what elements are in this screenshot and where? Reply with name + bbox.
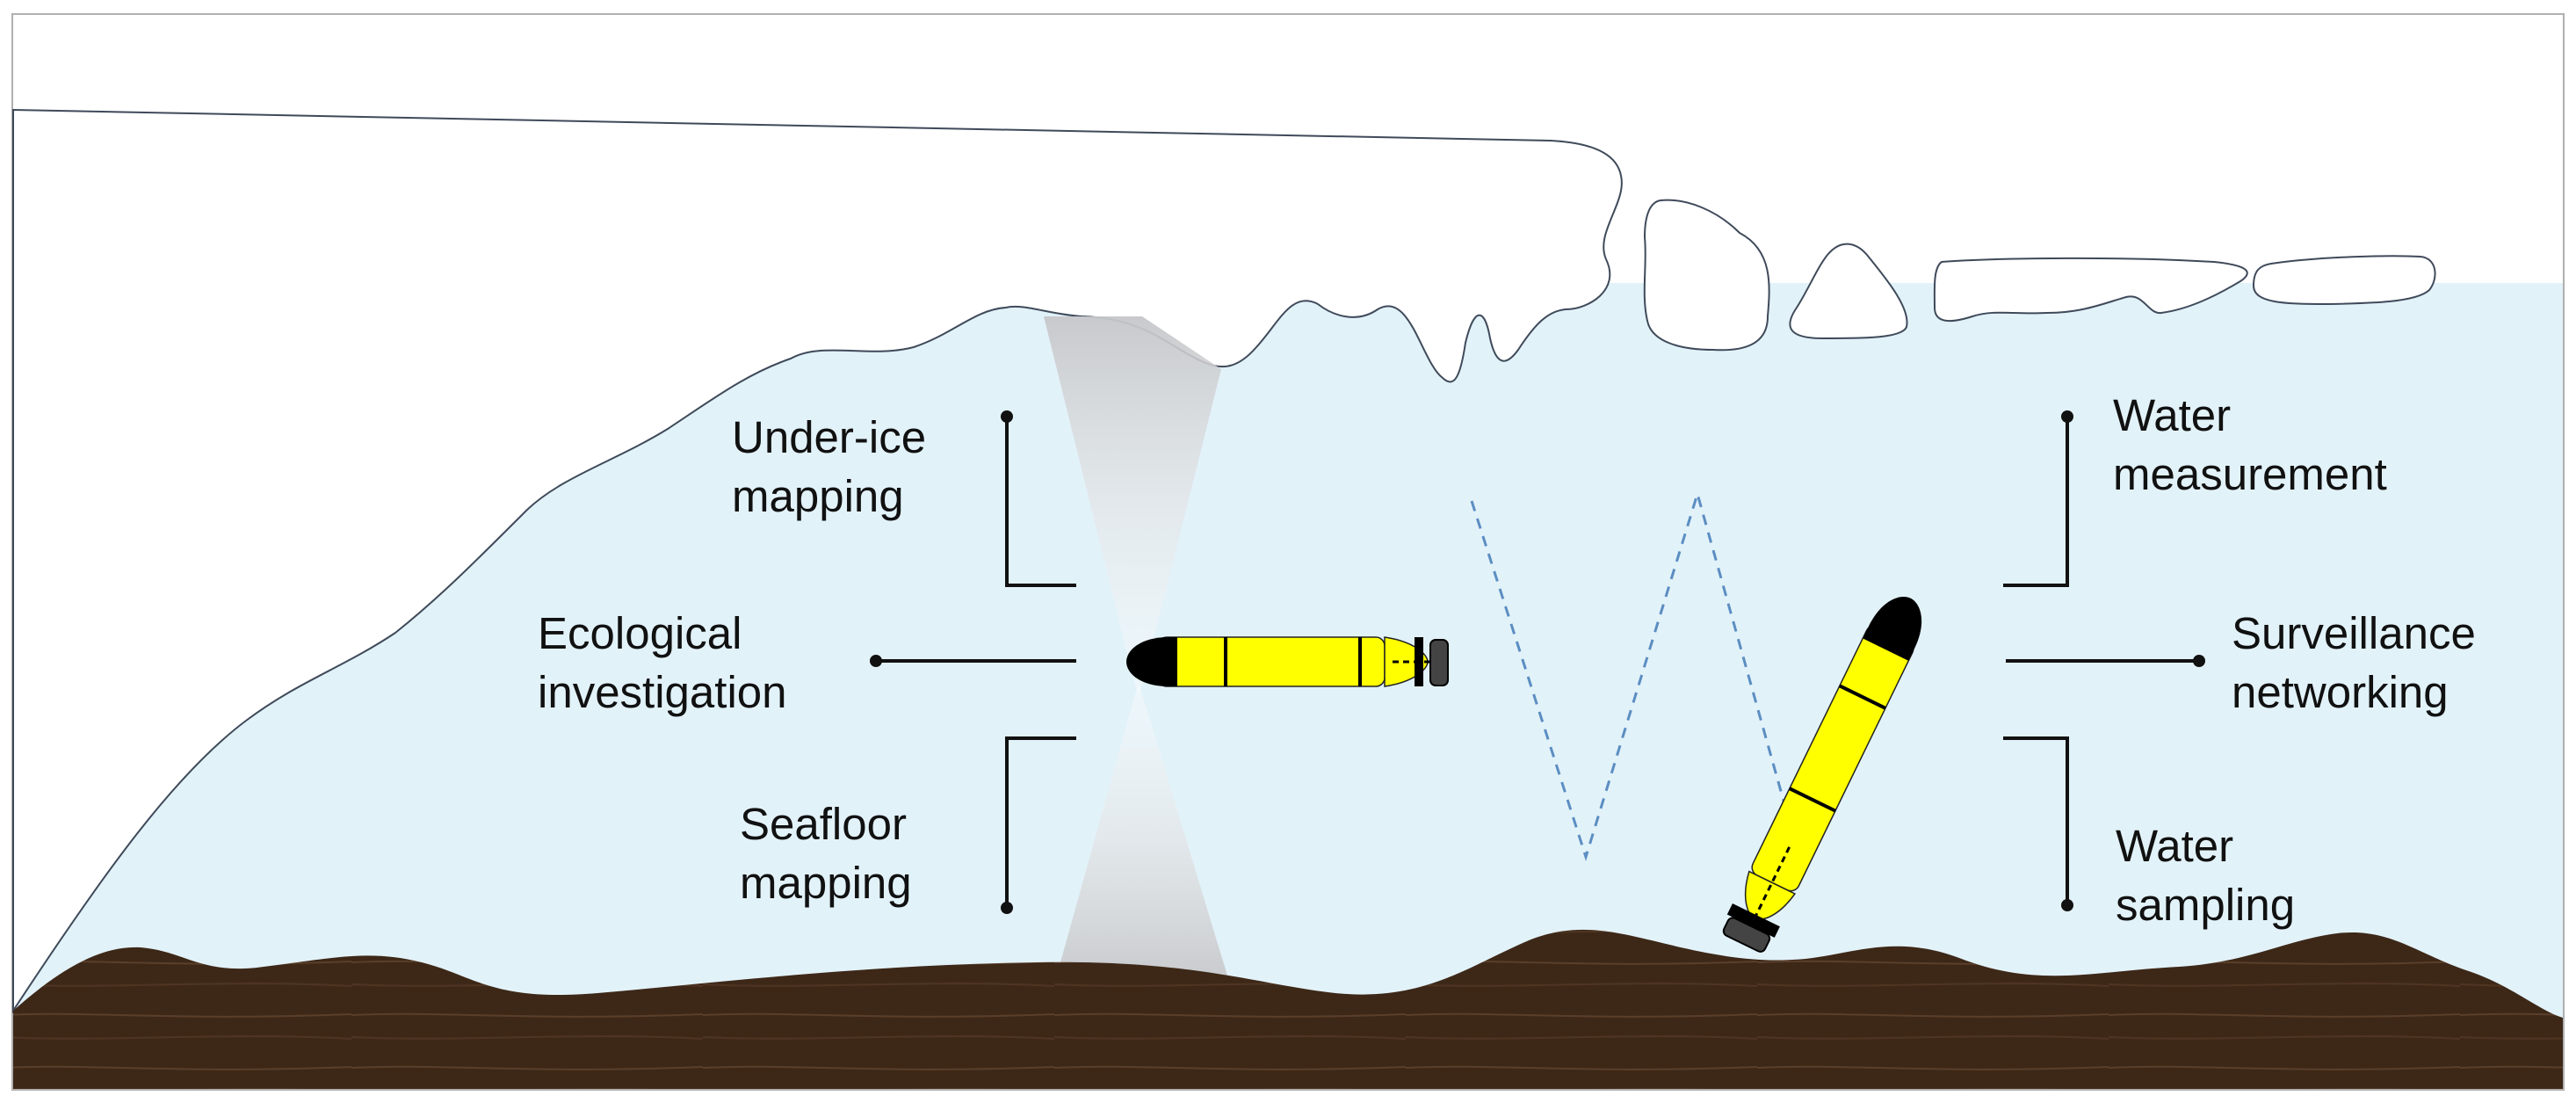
ice-floe-icon [2254,256,2435,304]
label-line: mapping [732,471,904,521]
label-line: networking [2232,667,2449,717]
label-line: Ecological [538,608,742,658]
connector-dot [2193,655,2205,667]
connector-dot [2061,410,2073,423]
label-line: mapping [740,858,912,908]
auv-horizontal-icon [1126,637,1448,686]
label-line: measurement [2113,449,2387,499]
connector-dot [1001,902,1013,914]
connector-dot [1001,410,1013,423]
label-line: Water [2116,821,2233,871]
label-line: sampling [2116,880,2295,930]
label-line: Under-ice [732,412,926,462]
connector-dot [2061,899,2073,911]
label-line: Surveillance [2232,608,2476,658]
label-line: Seafloor [740,799,907,849]
label-line: Water [2113,390,2231,440]
connector-dot [870,655,882,667]
label-line: investigation [538,667,787,717]
